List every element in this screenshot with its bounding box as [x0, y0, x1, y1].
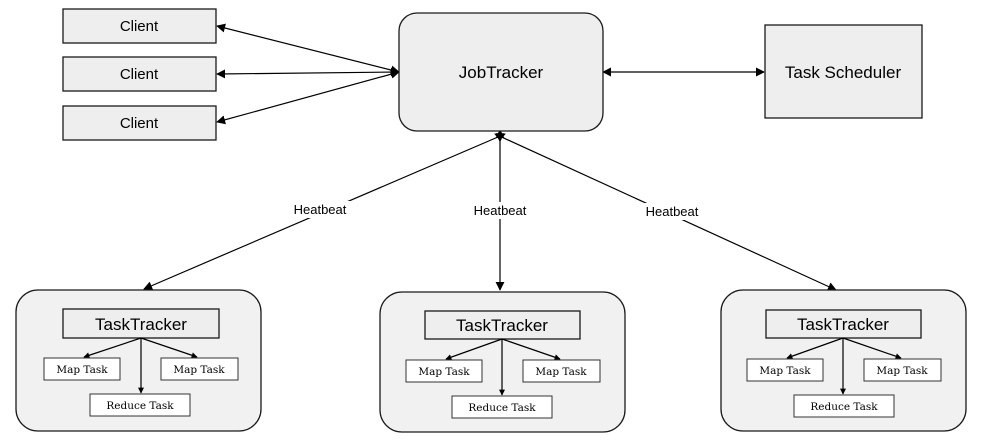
- tasktracker-map-edge-left: [445, 338, 503, 361]
- heartbeat-label-bg-1: [288, 201, 354, 218]
- tasktracker-group-1: TaskTracker Map Task Map Task Reduce Tas…: [15, 289, 262, 432]
- client-3-jobtracker-edge: [216, 69, 400, 125]
- task-scheduler-label: Task Scheduler: [785, 63, 902, 82]
- reduce-task-label: Reduce Task: [810, 401, 878, 413]
- task-scheduler-node: Task Scheduler: [764, 24, 923, 119]
- client-node-2: Client: [62, 56, 217, 92]
- client-1-jobtracker-edge: [216, 23, 400, 75]
- tasktracker-group-3: TaskTracker Map Task Map Task Reduce Tas…: [720, 289, 967, 432]
- tasktracker-label: TaskTracker: [797, 315, 889, 334]
- map-task-label: Map Task: [56, 364, 108, 376]
- heartbeat-label-bg-3: [640, 203, 706, 220]
- tasktracker-map-edge-right: [501, 338, 561, 361]
- map-task-label: Map Task: [535, 366, 587, 378]
- tasktracker-label: TaskTracker: [95, 315, 187, 334]
- client-label: Client: [120, 18, 159, 35]
- tasktracker-group-2: TaskTracker Map Task Map Task Reduce Tas…: [379, 291, 626, 433]
- tasktracker-label: TaskTracker: [456, 316, 548, 335]
- map-task-label: Map Task: [876, 365, 928, 377]
- heartbeat-label-1: Heatbeat: [294, 202, 347, 217]
- reduce-task-label: Reduce Task: [106, 400, 174, 412]
- tasktracker-map-edge-right: [842, 337, 902, 360]
- jobtracker-node: JobTracker: [398, 12, 604, 132]
- tasktracker-map-edge-left: [786, 337, 844, 360]
- tasktracker-map-edge-left: [83, 337, 142, 359]
- map-task-label: Map Task: [759, 365, 811, 377]
- client-label: Client: [120, 66, 159, 83]
- heartbeat-label-2: Heatbeat: [474, 203, 527, 218]
- tasktracker-map-edge-right: [140, 337, 198, 359]
- client-node-3: Client: [62, 105, 217, 141]
- heartbeat-label-3: Heatbeat: [646, 204, 699, 219]
- client-2-jobtracker-edge: [216, 67, 400, 79]
- map-task-label: Map Task: [173, 364, 225, 376]
- client-node-1: Client: [62, 8, 217, 44]
- map-task-label: Map Task: [418, 366, 470, 378]
- client-label: Client: [120, 115, 159, 132]
- heartbeat-label-bg-2: [468, 202, 534, 219]
- jobtracker-label: JobTracker: [459, 63, 544, 82]
- reduce-task-label: Reduce Task: [468, 402, 536, 414]
